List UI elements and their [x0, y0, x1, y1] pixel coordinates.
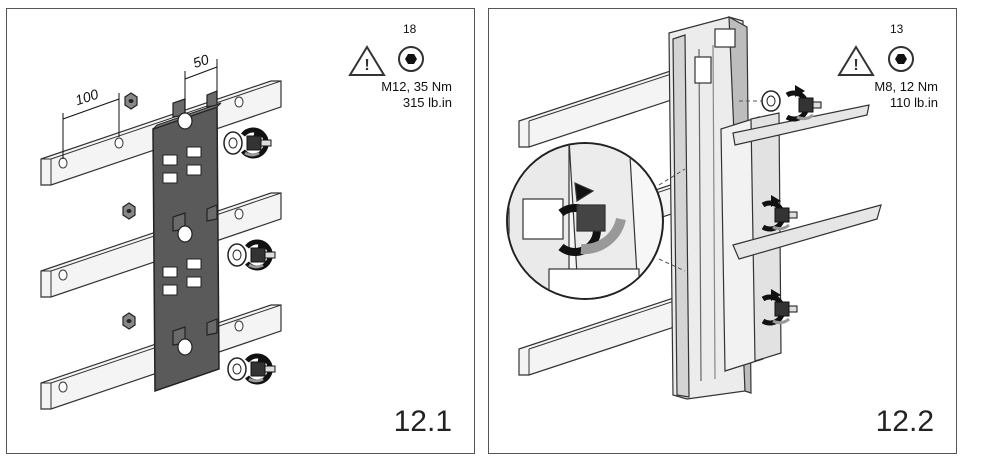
washer-icon [761, 90, 781, 112]
torque-metric: M8, 12 Nm [874, 79, 938, 94]
warning-triangle-icon: ! [837, 45, 875, 76]
torque-spec: 13 M8, 12 Nm 110 lb.in [828, 22, 938, 111]
dimension-lines [62, 59, 218, 159]
torque-spec: 18 M12, 35 Nm 315 lb.in [342, 22, 452, 111]
panel-number: 12.2 [875, 405, 934, 438]
fastener-count: 13 [890, 22, 904, 36]
warning-triangle-icon: ! [348, 45, 386, 76]
fuse-base-illustration: ! [506, 15, 914, 400]
torque-metric: M12, 35 Nm [381, 79, 452, 94]
bolt-set-top [224, 129, 271, 156]
torque-imperial: 315 lb.in [402, 95, 452, 110]
svg-text:!: ! [853, 57, 858, 74]
panel-12-1: ! 100 50 18 M12, 35 Nm 315 lb.in 12.1 [6, 8, 475, 454]
nut-icon [124, 92, 138, 110]
nut-icon [122, 312, 136, 330]
hex-socket-icon [398, 46, 424, 72]
panel-number: 12.1 [393, 405, 452, 438]
nut-icon [122, 202, 136, 220]
svg-text:!: ! [364, 57, 369, 74]
rotate-bolt-top [787, 85, 821, 119]
bolt-set-bottom [228, 355, 275, 382]
detail-magnifier [506, 142, 664, 300]
hex-socket-icon [888, 46, 914, 72]
fuse-base [668, 15, 882, 400]
mounting-plate-illustration: ! [40, 45, 424, 410]
panel-12-2: ! 13 M8, 12 Nm 110 lb.in 12.2 [488, 8, 957, 454]
bolt-set-middle [228, 241, 275, 268]
mounting-plate [152, 90, 222, 393]
fastener-count: 18 [403, 22, 417, 36]
torque-imperial: 110 lb.in [889, 95, 938, 110]
